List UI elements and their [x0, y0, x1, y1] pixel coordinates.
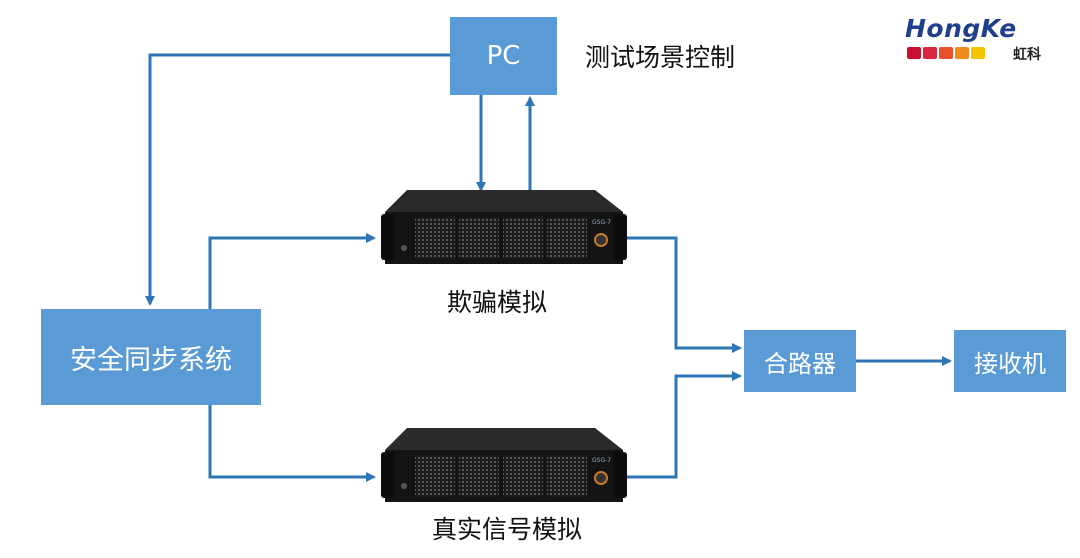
logo-square-4 [955, 47, 969, 59]
combiner-node: 合路器 [744, 330, 856, 392]
safety-system-node: 安全同步系统 [41, 309, 261, 405]
logo-name: HongKe [905, 14, 1017, 43]
line-pc-to-safety [145, 53, 450, 306]
spoof-device-image: GSG-7 [381, 190, 627, 264]
combiner-label: 合路器 [764, 349, 836, 378]
pc-caption: 测试场景控制 [585, 43, 736, 72]
line-safety-to-spoof [208, 233, 376, 309]
real-simulator-caption: 真实信号模拟 [432, 515, 583, 544]
logo-square-1 [907, 47, 921, 59]
pc-node: PC [450, 17, 557, 95]
logo-square-3 [939, 47, 953, 59]
spoof-simulator-caption: 欺骗模拟 [447, 288, 548, 317]
pc-label: PC [486, 41, 521, 71]
hongke-logo: HongKe 虹科 [905, 14, 1055, 64]
receiver-label: 接收机 [974, 349, 1046, 378]
logo-square-5 [971, 47, 985, 59]
spoof-model-label: GSG-7 [592, 219, 611, 226]
line-spoof-to-combiner [626, 236, 742, 353]
real-model-label: GSG-7 [592, 457, 611, 464]
line-safety-to-real [208, 405, 376, 482]
logo-square-2 [923, 47, 937, 59]
line-real-to-combiner [626, 371, 742, 479]
real-device-image: GSG-7 [381, 428, 627, 502]
receiver-node: 接收机 [954, 330, 1066, 392]
logo-color-squares [907, 47, 985, 59]
logo-subtitle: 虹科 [1013, 47, 1041, 63]
safety-system-label: 安全同步系统 [70, 344, 232, 376]
